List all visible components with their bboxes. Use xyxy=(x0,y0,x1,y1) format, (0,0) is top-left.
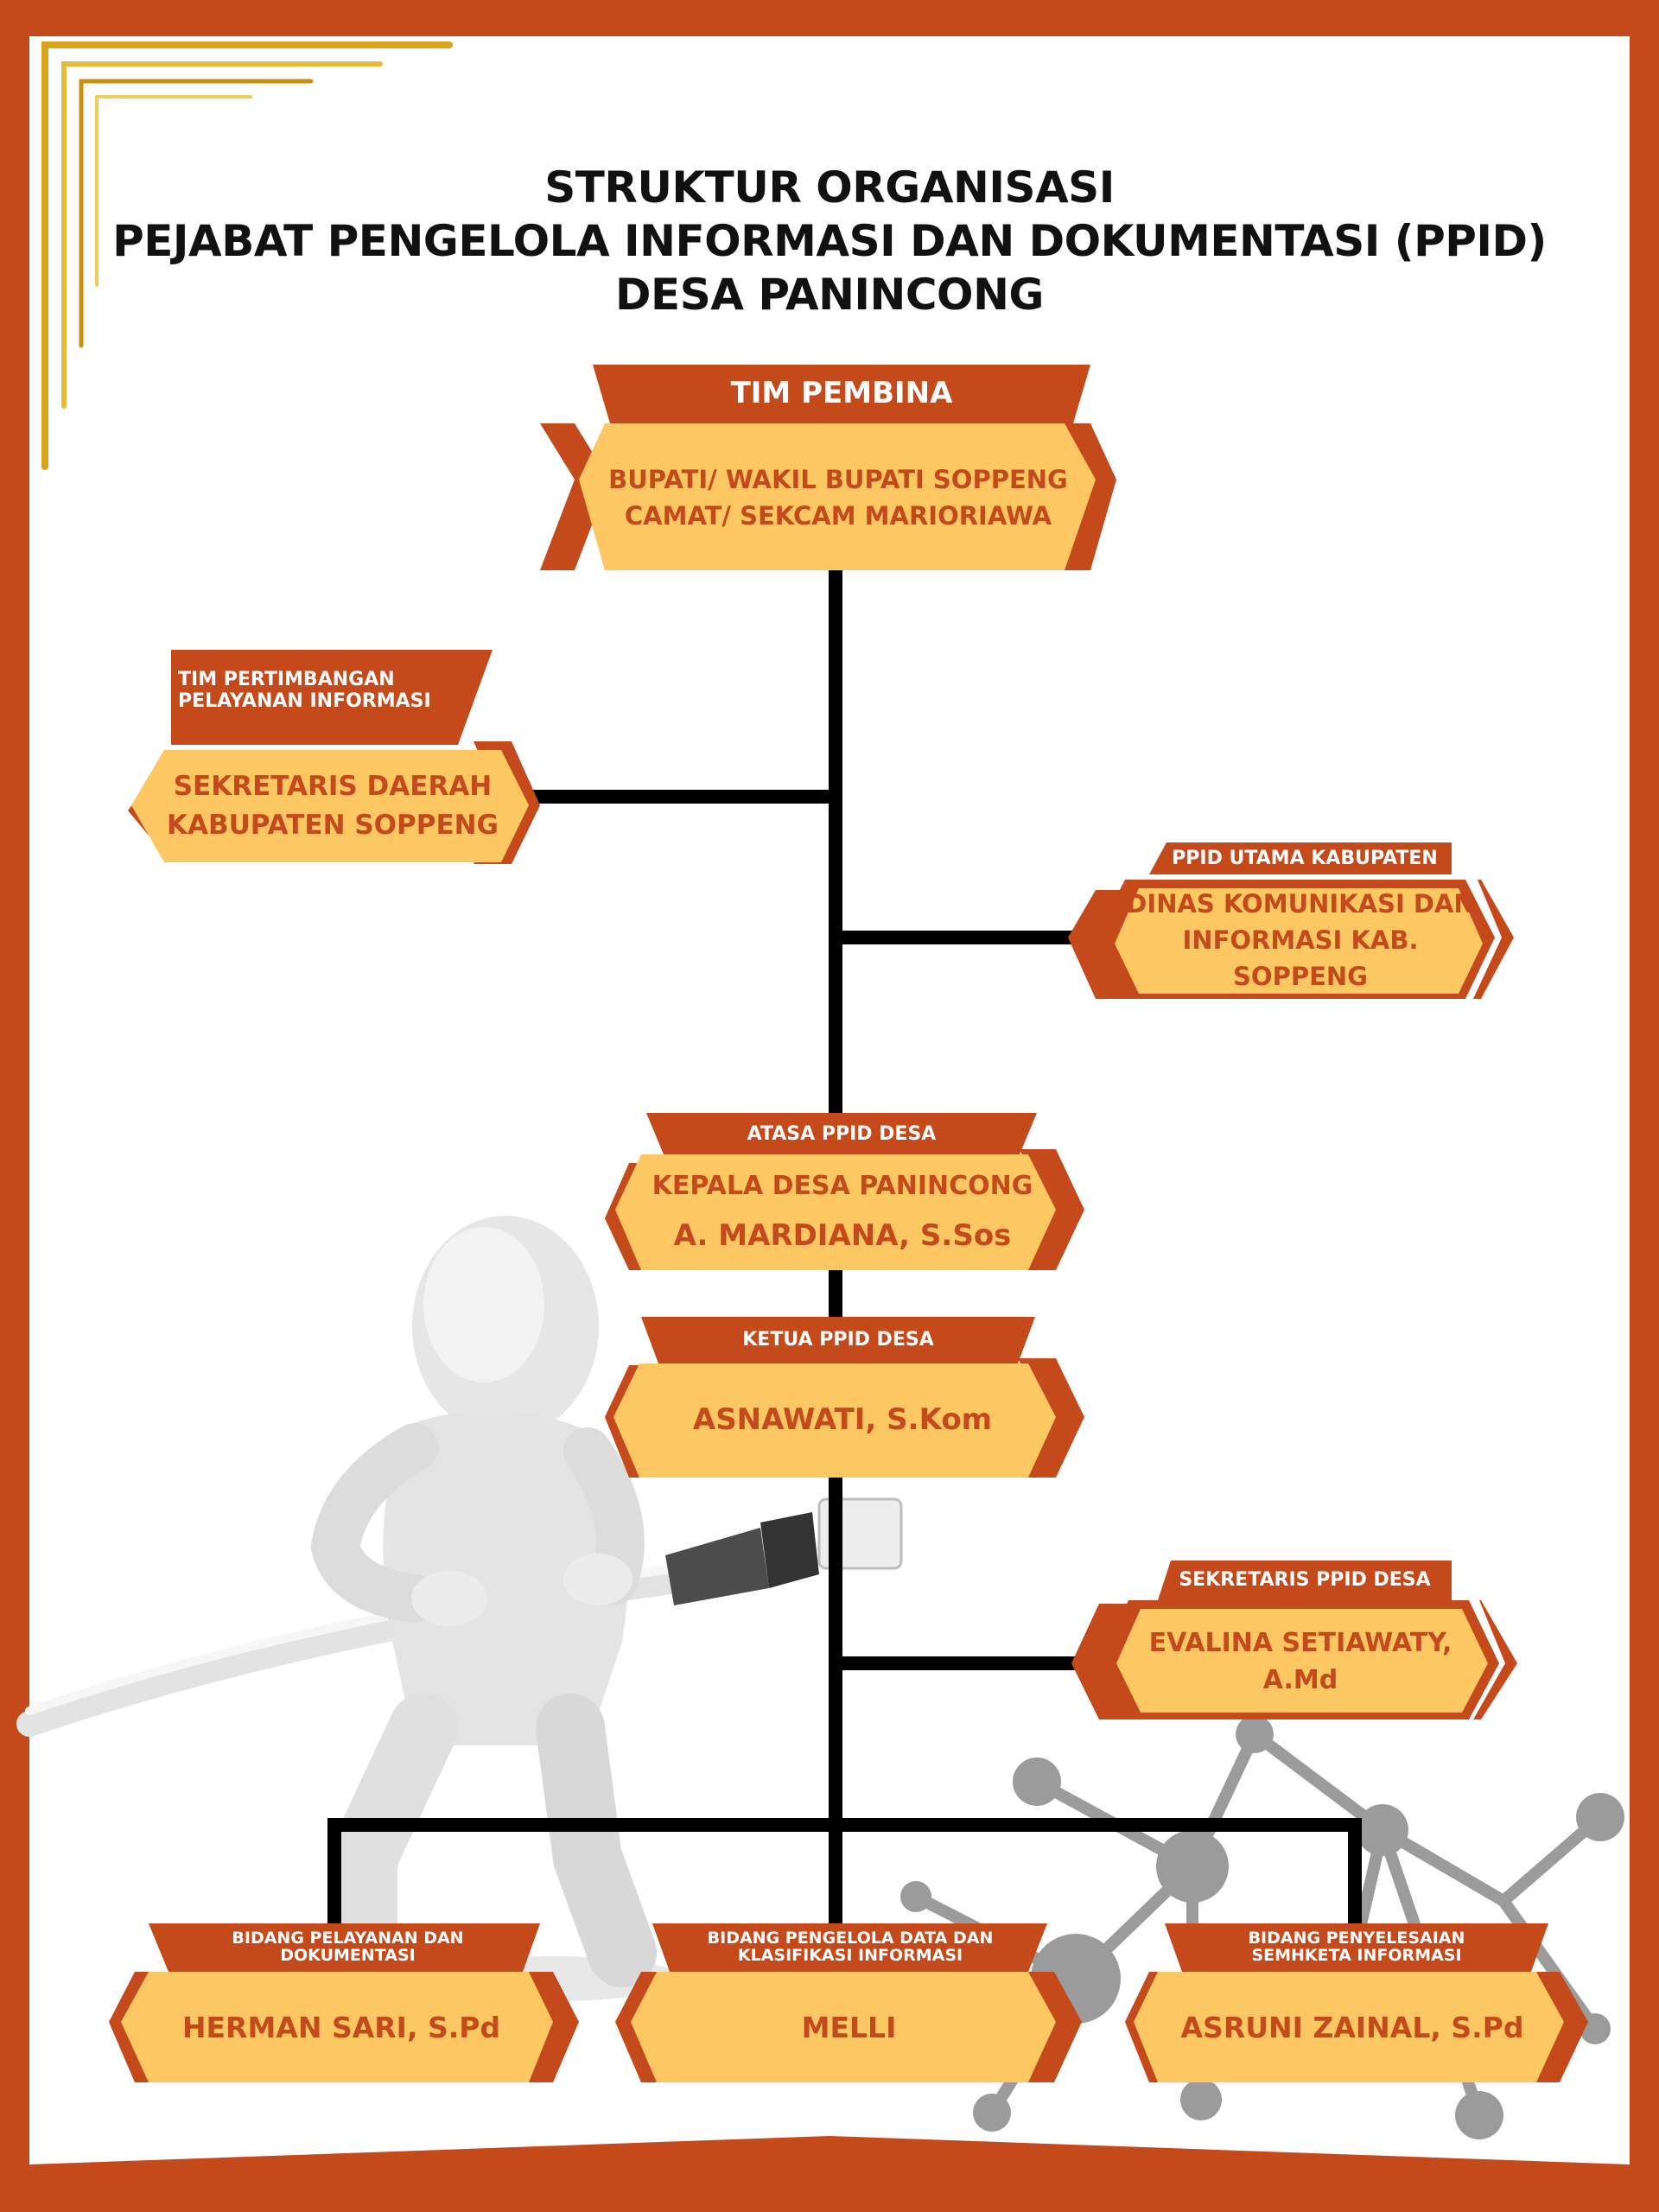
atasan-ppid-box: KEPALA DESA PANINCONG A. MARDIANA, S.Sos xyxy=(639,1163,1046,1263)
poster-title-line2: PEJABAT PENGELOLA INFORMASI DAN DOKUMENT… xyxy=(112,216,1547,266)
sekretaris-ppid-box: EVALINA SETIAWATY, A.Md xyxy=(1123,1616,1478,1707)
bidang-pelayanan-shape xyxy=(109,1923,579,2082)
ketua-ppid-line1: ASNAWATI, S.Kom xyxy=(692,1402,993,1438)
ketua-ppid-box: ASNAWATI, S.Kom xyxy=(639,1370,1046,1471)
bidang-data-shape xyxy=(615,1923,1082,2082)
bidang-sengketa-shape xyxy=(1125,1923,1588,2082)
atasan-ppid-header: ATASA PPID DESA xyxy=(747,1123,937,1146)
bidang-sengketa-header: BIDANG PENYELESAIAN SEMHKETA INFORMASI xyxy=(1184,1925,1529,1970)
tim-pembina-line1: BUPATI/ WAKIL BUPATI SOPPENG xyxy=(608,464,1068,494)
molecule-nodes xyxy=(900,1715,1624,2139)
ppid-utama-box: DINAS KOMUNIKASI DAN INFORMASI KAB. SOPP… xyxy=(1123,889,1478,991)
bidang-pelayanan-header: BIDANG PELAYANAN DAN DOKUMENTASI xyxy=(173,1925,523,1970)
bidang-data-header-line2: KLASIFIKASI INFORMASI xyxy=(737,1946,963,1965)
poster-title-line3: DESA PANINCONG xyxy=(615,270,1044,320)
tim-pertimbangan-line1: SEKRETARIS DAERAH xyxy=(173,771,493,803)
bidang-pelayanan-header-line1: BIDANG PELAYANAN DAN xyxy=(232,1929,464,1948)
tim-pertimbangan-header: TIM PERTIMBANGAN PELAYANAN INFORMASI xyxy=(178,669,446,734)
tim-pertimbangan-shape xyxy=(128,650,540,864)
ppid-utama-shape xyxy=(1068,842,1514,999)
bidang-pelayanan-box: HERMAN SARI, S.Pd xyxy=(147,1980,536,2075)
tim-pembina-header: TIM PEMBINA xyxy=(730,376,953,411)
ketua-ppid-header: KETUA PPID DESA xyxy=(742,1329,934,1351)
figure-with-cable-illustration xyxy=(16,1216,903,2001)
sekretaris-ppid-shape xyxy=(1071,1560,1517,1719)
bidang-sengketa-header-line1: BIDANG PENYELESAIAN xyxy=(1248,1929,1465,1948)
tim-pembina-shape xyxy=(540,365,1116,570)
sekretaris-ppid-line1: EVALINA SETIAWATY, A.Md xyxy=(1148,1627,1452,1696)
poster-title-line1: STRUKTUR ORGANISASI xyxy=(544,162,1115,213)
tim-pertimbangan-box: SEKRETARIS DAERAH KABUPATEN SOPPENG xyxy=(156,759,510,854)
bidang-pelayanan-line1: HERMAN SARI, S.Pd xyxy=(181,2011,501,2045)
atasan-ppid-line2: A. MARDIANA, S.Sos xyxy=(673,1218,1012,1254)
tim-pertimbangan-header-line1: TIM PERTIMBANGAN xyxy=(178,669,395,690)
sekretaris-ppid-header: SEKRETARIS PPID DESA xyxy=(1179,1569,1431,1592)
ppid-utama-line2: INFORMASI KAB. SOPPENG xyxy=(1182,925,1419,992)
bidang-pelayanan-header-line2: DOKUMENTASI xyxy=(280,1946,416,1965)
atasan-ppid-line1: KEPALA DESA PANINCONG xyxy=(652,1171,1033,1202)
bidang-sengketa-header-line2: SEMHKETA INFORMASI xyxy=(1251,1946,1462,1965)
tim-pertimbangan-header-line2: PELAYANAN INFORMASI xyxy=(178,690,431,713)
ppid-utama-line1: DINAS KOMUNIKASI DAN xyxy=(1126,888,1475,918)
ppid-utama-header: PPID UTAMA KABUPATEN xyxy=(1172,848,1438,870)
gold-corner-ornament xyxy=(41,41,453,470)
ketua-ppid-shape xyxy=(605,1317,1084,1478)
tim-pembina-line2: CAMAT/ SEKCAM MARIORIAWA xyxy=(624,501,1052,531)
atasan-ppid-shape xyxy=(605,1113,1084,1270)
bidang-sengketa-box: ASRUNI ZAINAL, S.Pd xyxy=(1158,1980,1547,2075)
bidang-sengketa-line1: ASRUNI ZAINAL, S.Pd xyxy=(1180,2011,1524,2045)
bidang-data-header-line1: BIDANG PENGELOLA DATA DAN xyxy=(707,1929,994,1948)
tim-pembina-box: BUPATI/ WAKIL BUPATI SOPPENG CAMAT/ SEKC… xyxy=(605,446,1071,550)
bidang-data-header: BIDANG PENGELOLA DATA DAN KLASIFIKASI IN… xyxy=(672,1925,1028,1970)
bidang-data-line1: MELLI xyxy=(801,2011,897,2045)
tim-pertimbangan-line2: KABUPATEN SOPPENG xyxy=(166,810,499,841)
bidang-data-box: MELLI xyxy=(657,1980,1041,2075)
